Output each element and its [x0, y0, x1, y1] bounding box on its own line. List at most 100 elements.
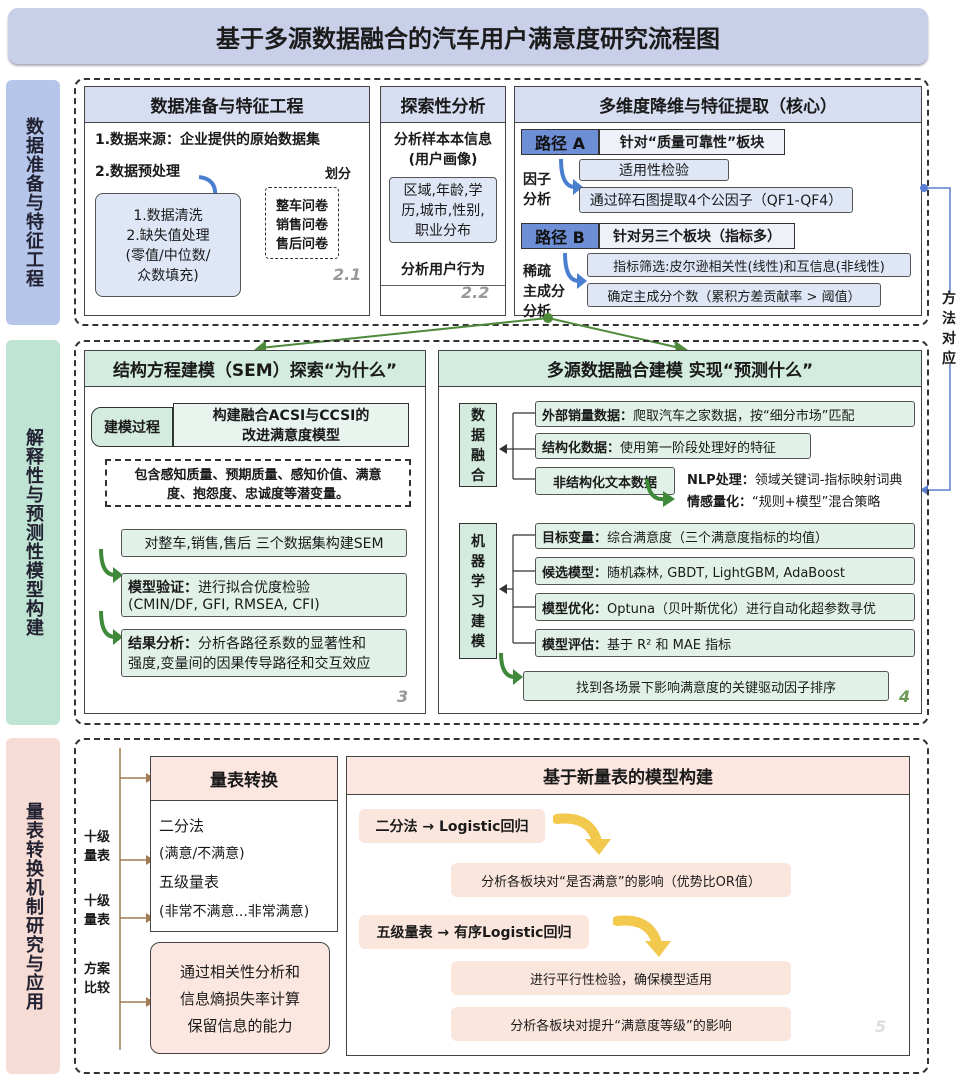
section-number-label: 2.2: [461, 283, 490, 302]
method-label-3: 对: [942, 331, 956, 347]
ml-char-3: 学: [471, 574, 485, 590]
compare-line-1: 通过相关性分析和: [179, 962, 300, 981]
optimization-label: 模型优化：: [542, 602, 608, 617]
pca-label-line1: 稀疏: [523, 264, 551, 280]
missing-step: 2.缺失值处理: [126, 228, 210, 244]
pca-label-line2: 主成分: [523, 284, 565, 300]
five-level-detail: (非常不满意...非常满意): [159, 904, 310, 920]
scree-extract: 通过碎石图提取4个公因子（QF1-QF4）: [579, 187, 853, 213]
ml-optimization: 模型优化：Optuna（贝叶斯优化）进行自动化超参数寻优: [535, 593, 915, 621]
path-b-text: 针对另三个板块（指标多）: [599, 223, 795, 249]
divide-label: 划分: [325, 167, 352, 182]
ml-target: 目标变量：综合满意度（三个满意度指标的均值）: [535, 523, 915, 549]
curve-arrow-icon: [99, 610, 123, 645]
optimization-text: Optuna（贝叶斯优化）进行自动化超参数寻优: [607, 602, 877, 617]
dimension-reduction-box: 多维度降维与特征提取（核心） 路径 A 针对“质量可靠性”板块 因子 分析 适用…: [514, 86, 922, 320]
structured-label: 结构化数据：: [542, 441, 621, 456]
ml-char-6: 模: [471, 634, 485, 650]
odds-ratio-analysis: 分析各板块对“是否满意”的影响（优势比OR值）: [451, 863, 791, 897]
survey-list: 整车问卷 销售问卷 售后问卷: [265, 187, 339, 259]
side-label-modeling: 解释性与预测性模型构建: [6, 340, 60, 725]
candidates-label: 候选模型：: [542, 566, 608, 581]
ordinal-logistic: 五级量表 → 有序Logistic回归: [359, 915, 589, 949]
side-label-data-prep: 数据准备与特征工程: [6, 80, 60, 325]
profile-title: 分析样本本信息 (用户画像): [381, 129, 505, 169]
sem-step-build: 对整车,销售,售后 三个数据集构建SEM: [121, 529, 407, 557]
validate-metrics: (CMIN/DF, GFI, RMSEA, CFI): [128, 597, 320, 613]
scale-label-2a: 十级: [84, 894, 111, 909]
fusion-structured: 结构化数据：使用第一阶段处理好的特征: [535, 433, 811, 459]
method-label-2: 法: [942, 311, 956, 327]
structured-text: 使用第一阶段处理好的特征: [620, 441, 777, 456]
curve-arrow-icon: [645, 478, 675, 507]
ml-result: 找到各场景下影响满意度的关键驱动因子排序: [523, 671, 889, 701]
process-tag: 建模过程: [91, 407, 173, 447]
data-source-line: 1.数据来源：企业提供的原始数据集: [95, 132, 321, 148]
scheme-compare-label: 方案 比较: [84, 958, 110, 996]
latent-line-2: 度、抱怨度、忠诚度等潜变量。: [166, 487, 349, 502]
connector-arrows: [254, 313, 688, 352]
validate-label: 模型验证：: [128, 580, 198, 596]
external-label: 外部销量数据：: [542, 409, 634, 424]
section-number-label: 3: [397, 687, 409, 706]
page-title: 基于多源数据融合的汽车用户满意度研究流程图: [8, 8, 928, 64]
scale-conversion-box: 量表转换 二分法 (满意/不满意) 五级量表 (非常不满意...非常满意): [150, 756, 338, 932]
fusion-label: 数 据 融 合: [459, 403, 497, 487]
profile-item-1: 区域,年龄,学: [403, 183, 483, 199]
method-mapping-label: 方 法 对 应: [936, 291, 962, 367]
profile-items: 区域,年龄,学 历,城市,性别, 职业分布: [389, 177, 497, 243]
evaluation-label: 模型评估：: [542, 638, 608, 653]
nlp-text: 领域关键词-指标映射词典: [754, 473, 903, 488]
data-prep-header: 数据准备与特征工程: [85, 87, 369, 123]
compare-line-3: 保留信息的能力: [187, 1016, 293, 1035]
ml-char-4: 习: [471, 594, 485, 610]
scale-label-1: 十级 量表: [84, 826, 110, 864]
section3-frame: [74, 738, 929, 1074]
process-text-2: 改进满意度模型: [242, 428, 340, 444]
fusion-char-2: 据: [471, 428, 485, 444]
comparison-box: 通过相关性分析和 信息熵损失率计算 保留信息的能力: [150, 942, 330, 1054]
fusion-external: 外部销量数据：爬取汽车之家数据，按“细分市场”匹配: [535, 401, 915, 427]
path-a-tag: 路径 A: [521, 129, 599, 155]
target-text: 综合满意度（三个满意度指标的均值）: [607, 531, 829, 546]
scale-label-2b: 量表: [84, 913, 111, 928]
missing-detail-1: (零值/中位数/: [125, 248, 211, 264]
nlp-label: NLP处理：: [687, 473, 755, 488]
scale-conversion-header: 量表转换: [151, 757, 337, 801]
sem-header: 结构方程建模（SEM）探索“为什么”: [85, 351, 425, 387]
nlp-process: NLP处理：领域关键词-指标映射词典 情感量化：“规则+模型”混合策略: [687, 469, 902, 510]
path-b-tag: 路径 B: [521, 223, 599, 249]
new-scale-model-box: 基于新量表的模型构建 二分法 → Logistic回归 分析各板块对“是否满意”…: [346, 756, 910, 1056]
factor-label-line1: 因子: [523, 172, 551, 188]
target-label: 目标变量：: [542, 531, 608, 546]
section-number-label: 2.1: [333, 265, 362, 284]
profile-title-line2: (用户画像): [408, 152, 478, 168]
exploratory-box: 探索性分析 分析样本本信息 (用户画像) 区域,年龄,学 历,城市,性别, 职业…: [380, 86, 506, 316]
curve-arrow-icon: [99, 548, 123, 583]
profile-title-line1: 分析样本本信息: [394, 132, 492, 148]
missing-detail-2: 众数填充): [137, 268, 199, 284]
validate-text: 进行拟合优度检验: [198, 580, 310, 596]
curve-arrow-icon: [499, 652, 523, 685]
ml-char-1: 机: [471, 534, 485, 550]
emotion-text: “规则+模型”混合策略: [752, 495, 881, 510]
new-scale-model-header: 基于新量表的模型构建: [347, 757, 909, 795]
ml-header: 多源数据融合建模 实现“预测什么”: [439, 351, 921, 387]
ml-char-2: 器: [471, 554, 485, 570]
survey-aftersales: 售后问卷: [275, 236, 328, 252]
preprocess-steps: 1.数据清洗 2.缺失值处理 (零值/中位数/ 众数填充): [95, 193, 241, 297]
dichotomy-text: 二分法: [159, 817, 205, 835]
section1-frame: [74, 78, 929, 326]
dichotomy-detail: (满意/不满意): [159, 846, 245, 862]
emotion-label: 情感量化：: [687, 495, 753, 510]
section-number-label: 5: [875, 1017, 887, 1036]
candidates-text: 随机森林, GBDT, LightGBM, AdaBoost: [607, 566, 845, 581]
ml-bracket: [499, 534, 539, 644]
applicability-test: 适用性检验: [579, 159, 729, 181]
result-text: 分析各路径系数的显著性和: [198, 636, 366, 652]
process-text-1: 构建融合ACSI与CCSI的: [212, 408, 370, 424]
side-label-scale: 量表转换机制研究与应用: [6, 738, 60, 1074]
latent-variables: 包含感知质量、预期质量、感知价值、满意 度、抱怨度、忠诚度等潜变量。: [105, 459, 411, 507]
factor-label-line2: 分析: [523, 192, 551, 208]
ml-char-5: 建: [471, 614, 485, 630]
